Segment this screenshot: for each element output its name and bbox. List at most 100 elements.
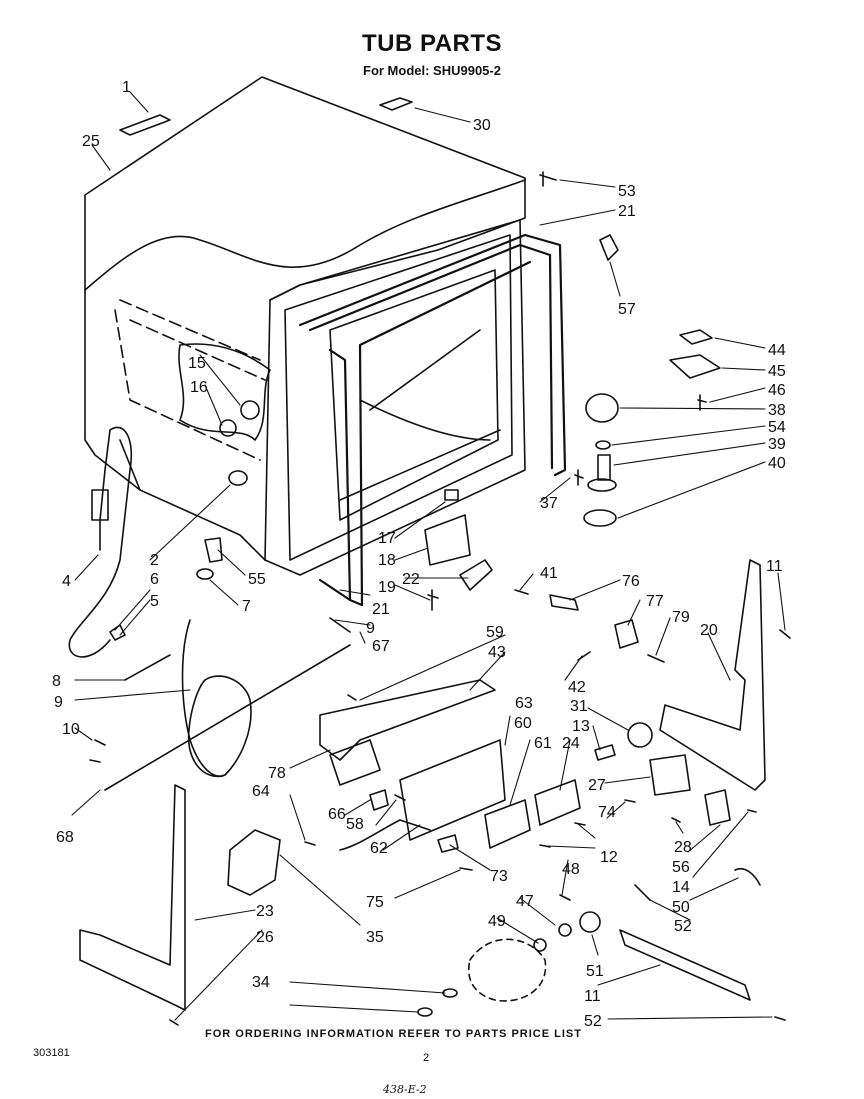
callout-42: 42 bbox=[568, 679, 586, 696]
callout-37: 37 bbox=[540, 495, 558, 512]
part-68-plate bbox=[329, 739, 381, 786]
callout-24: 24 bbox=[562, 735, 580, 752]
part-53-screw bbox=[539, 171, 557, 187]
part-64-clip bbox=[369, 789, 389, 811]
callout-39: 39 bbox=[768, 436, 786, 453]
part-41-screw bbox=[514, 589, 529, 595]
part-37-screw bbox=[574, 469, 584, 486]
part-52-screw-upper bbox=[559, 894, 571, 901]
callout-44: 44 bbox=[768, 342, 786, 359]
part-18-housing bbox=[424, 514, 471, 566]
callout-13: 13 bbox=[572, 718, 590, 735]
part-67-screw bbox=[347, 694, 357, 701]
callout-9: 9 bbox=[54, 694, 63, 711]
document-number: 303181 bbox=[33, 1047, 70, 1059]
part-4-hose bbox=[68, 426, 133, 658]
callout-15: 15 bbox=[188, 355, 206, 372]
part-46-screw bbox=[697, 394, 707, 411]
callout-61: 61 bbox=[534, 735, 552, 752]
page-title: TUB PARTS bbox=[361, 30, 503, 57]
part-2-plug bbox=[228, 470, 248, 486]
part-76-connector bbox=[549, 594, 579, 611]
callout-47: 47 bbox=[516, 893, 534, 910]
ordering-note: FOR ORDERING INFORMATION REFER TO PARTS … bbox=[205, 1028, 582, 1040]
callout-35: 35 bbox=[366, 929, 384, 946]
part-31-bushing bbox=[594, 744, 616, 761]
model-subtitle: For Model: SHU9905-2 bbox=[363, 63, 501, 78]
callout-48: 48 bbox=[562, 861, 580, 878]
callout-43: 43 bbox=[488, 644, 506, 661]
part-55-fitting bbox=[204, 537, 223, 563]
part-8-hose bbox=[181, 619, 252, 777]
part-66-screw bbox=[394, 794, 406, 801]
callout-63: 63 bbox=[515, 695, 533, 712]
callout-22: 22 bbox=[402, 571, 420, 588]
part-52-screw-lower bbox=[774, 1016, 786, 1021]
callout-21: 21 bbox=[372, 601, 390, 618]
part-7-ring bbox=[196, 568, 214, 580]
callout-2: 2 bbox=[150, 552, 159, 569]
callout-21: 21 bbox=[618, 203, 636, 220]
callout-76: 76 bbox=[622, 573, 640, 590]
callout-68: 68 bbox=[56, 829, 74, 846]
part-16-nut bbox=[219, 419, 237, 437]
callout-57: 57 bbox=[618, 301, 636, 318]
part-51-bar bbox=[619, 929, 751, 1001]
callout-53: 53 bbox=[618, 183, 636, 200]
callout-31: 31 bbox=[570, 698, 588, 715]
callout-11: 11 bbox=[584, 988, 601, 1005]
part-74-screw bbox=[539, 822, 586, 848]
part-12-screw bbox=[671, 817, 681, 823]
callout-55: 55 bbox=[248, 571, 266, 588]
page-number: 2 bbox=[423, 1052, 430, 1064]
part-11-left-frame bbox=[79, 784, 186, 1011]
part-15-nut bbox=[240, 400, 260, 420]
callout-27: 27 bbox=[588, 777, 606, 794]
part-9-screw bbox=[89, 739, 106, 763]
part-39-disc bbox=[587, 478, 617, 492]
callout-25: 25 bbox=[82, 133, 100, 150]
part-1-clip bbox=[119, 114, 171, 136]
part-49-gear bbox=[579, 911, 601, 933]
callout-64: 64 bbox=[252, 783, 270, 800]
part-44-plate bbox=[679, 329, 713, 345]
part-40-disc bbox=[583, 509, 617, 527]
callout-51: 51 bbox=[586, 963, 604, 980]
part-60-module bbox=[484, 799, 531, 849]
door-gasket bbox=[298, 233, 567, 607]
part-43-tie bbox=[124, 654, 171, 681]
part-26-valve bbox=[227, 829, 281, 896]
callout-4: 4 bbox=[62, 573, 71, 590]
callout-50: 50 bbox=[672, 899, 690, 916]
part-56-screw bbox=[747, 809, 757, 813]
callout-23: 23 bbox=[256, 903, 274, 920]
callout-40: 40 bbox=[768, 455, 786, 472]
callout-16: 16 bbox=[190, 379, 208, 396]
callout-73: 73 bbox=[490, 868, 508, 885]
callout-67: 67 bbox=[372, 638, 390, 655]
callout-54: 54 bbox=[768, 419, 786, 436]
callout-14: 14 bbox=[672, 879, 690, 896]
callout-18: 18 bbox=[378, 552, 396, 569]
part-11-right-frame bbox=[659, 559, 766, 791]
handwritten-code: 438-E-2 bbox=[383, 1083, 427, 1096]
part-59-bracket bbox=[319, 679, 496, 761]
part-28-clip bbox=[704, 789, 731, 826]
part-73-screw bbox=[459, 867, 473, 871]
callout-60: 60 bbox=[514, 715, 532, 732]
callout-78: 78 bbox=[268, 765, 286, 782]
callout-52: 52 bbox=[674, 918, 692, 935]
callout-79: 79 bbox=[672, 609, 690, 626]
callout-5: 5 bbox=[150, 593, 159, 610]
callout-17: 17 bbox=[378, 530, 396, 547]
callout-38: 38 bbox=[768, 402, 786, 419]
part-61-module bbox=[534, 779, 581, 826]
leader-lines bbox=[71, 91, 786, 1021]
part-17-nut bbox=[444, 489, 459, 501]
callout-45: 45 bbox=[768, 363, 786, 380]
callout-8: 8 bbox=[52, 673, 61, 690]
part-54-washer bbox=[595, 440, 611, 450]
part-30-bracket bbox=[379, 97, 413, 111]
dashed-circle bbox=[468, 938, 547, 1002]
